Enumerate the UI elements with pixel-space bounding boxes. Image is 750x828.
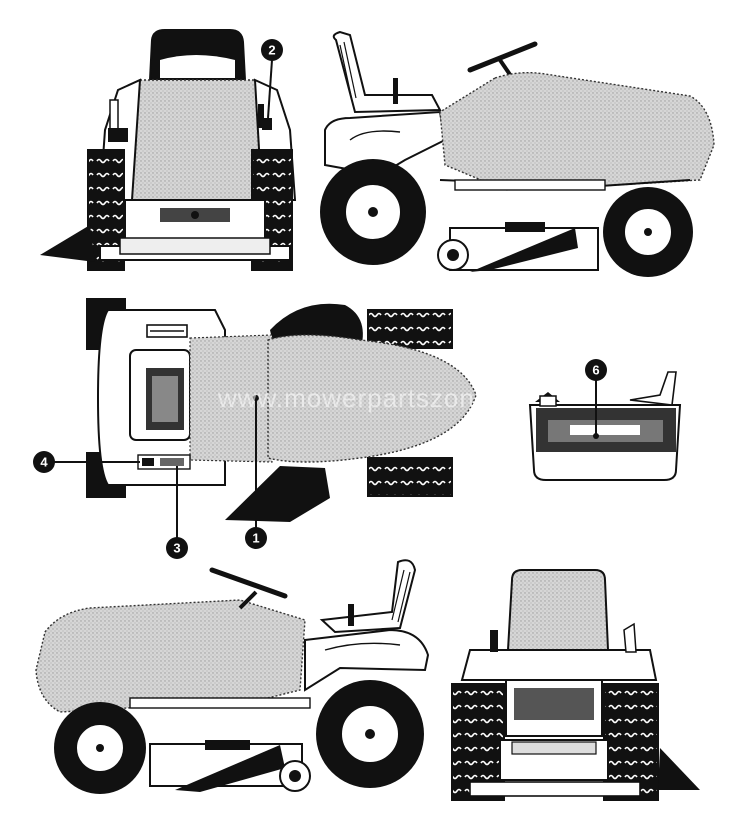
callout-1-marker: 1 bbox=[245, 395, 267, 549]
rear-view-tractor bbox=[451, 569, 700, 801]
callout-6-marker: 6 bbox=[585, 359, 607, 436]
callout-4-label: 4 bbox=[40, 455, 48, 470]
watermark-text: www.mowerpartszone.com bbox=[217, 383, 551, 413]
callout-6-label: 6 bbox=[592, 363, 599, 378]
callout-3-label: 3 bbox=[173, 541, 180, 556]
callout-4-marker: 4 bbox=[33, 451, 140, 473]
callout-2-marker: 2 bbox=[261, 39, 283, 119]
side-view-tractor-right bbox=[320, 30, 715, 277]
front-view-tractor bbox=[40, 29, 297, 271]
callout-2-label: 2 bbox=[268, 43, 275, 58]
battery-detail bbox=[528, 371, 682, 481]
side-view-tractor-left bbox=[35, 559, 430, 794]
callout-1-label: 1 bbox=[252, 531, 259, 546]
top-view-tractor bbox=[86, 298, 477, 522]
callout-3-marker: 3 bbox=[166, 466, 188, 559]
